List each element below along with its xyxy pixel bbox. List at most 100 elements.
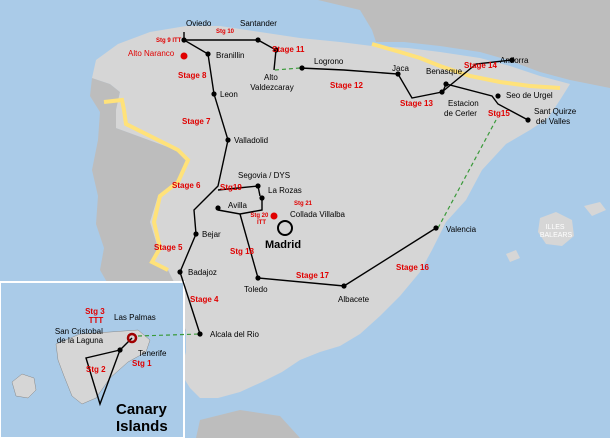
morocco-landmass bbox=[196, 410, 300, 438]
route-canary-ttt bbox=[119, 337, 133, 351]
label-alcala: Alcala del Rio bbox=[210, 330, 259, 339]
label-oviedo: Oviedo bbox=[186, 19, 212, 28]
canary-title-line1: Canary bbox=[116, 401, 168, 418]
label-las-palmas: Las Palmas bbox=[114, 313, 156, 322]
dot-estacion bbox=[439, 89, 445, 95]
label-san-cristobal-line1: San Cristobal bbox=[55, 327, 103, 336]
canary-title: Canary Islands bbox=[116, 401, 171, 435]
balearic-label: ILLES BALEARS bbox=[540, 224, 573, 239]
route-west bbox=[179, 32, 229, 335]
city-labels: Oviedo Santander Alto Naranco Branillin … bbox=[55, 19, 578, 358]
stage-11-label: Stage 11 bbox=[272, 45, 305, 54]
stage-7-label: Stage 7 bbox=[182, 117, 211, 126]
city-dots bbox=[117, 37, 531, 353]
label-sant-quirze-line2: del Valles bbox=[536, 117, 570, 126]
dot-bejar bbox=[193, 231, 199, 237]
dot-albacete bbox=[341, 283, 347, 289]
label-madrid: Madrid bbox=[265, 239, 301, 251]
label-san-cristobal: San Cristobal de la Laguna bbox=[55, 327, 105, 345]
dot-jaca bbox=[395, 71, 401, 77]
dot-branillin bbox=[205, 51, 211, 57]
label-alto-naranco: Alto Naranco bbox=[128, 49, 175, 58]
stage-2-label: Stg 2 bbox=[86, 365, 106, 374]
dot-las-palmas bbox=[126, 332, 138, 344]
portugal-landmass bbox=[90, 78, 190, 344]
dot-avilla bbox=[215, 205, 221, 211]
label-albacete: Albacete bbox=[338, 295, 370, 304]
stage-5-label: Stage 5 bbox=[154, 243, 183, 252]
stage-18-label: Stg 18 bbox=[230, 247, 255, 256]
label-la-rozas: La Rozas bbox=[268, 186, 302, 195]
label-jaca: Jaca bbox=[392, 64, 409, 73]
label-sant-quirze: Sant Quirze del Valles bbox=[534, 107, 578, 126]
label-estacion: Estacion de Cerler bbox=[444, 99, 481, 118]
stage-14-label: Stage 14 bbox=[464, 61, 497, 70]
stage-10-label: Stg 10 bbox=[216, 29, 235, 35]
stage-15-label: Stg15 bbox=[488, 109, 510, 118]
dot-oviedo bbox=[181, 37, 187, 43]
label-logrono: Logrono bbox=[314, 57, 344, 66]
label-estacion-line1: Estacion bbox=[448, 99, 479, 108]
stage-20-label-line1: Stg 20 bbox=[250, 213, 269, 219]
route-madrid bbox=[217, 198, 263, 215]
route-pyrenees bbox=[441, 83, 529, 121]
route-canary bbox=[85, 349, 122, 407]
stage-labels: Stg 1 Stg 2 Stg 3 TTT Stage 4 Stage 5 St… bbox=[85, 29, 510, 374]
stage-6-label: Stage 6 bbox=[172, 181, 201, 190]
stage-8-label: Stage 8 bbox=[178, 71, 207, 80]
label-andorra: Andorra bbox=[500, 56, 529, 65]
label-collada-villalba: Collada Villalba bbox=[290, 210, 346, 219]
label-branillin: Branillin bbox=[216, 51, 244, 60]
dot-valladolid bbox=[225, 137, 231, 143]
label-tenerife: Tenerife bbox=[138, 349, 167, 358]
label-valencia: Valencia bbox=[446, 225, 477, 234]
stage-9-label: Stg 9 ITT bbox=[156, 38, 182, 44]
tenerife-island bbox=[55, 329, 151, 405]
mallorca-island bbox=[538, 212, 574, 246]
stage-13-label: Stage 13 bbox=[400, 99, 433, 108]
label-segovia: Segovia / DYS bbox=[238, 171, 290, 180]
stage-1-label: Stg 1 bbox=[132, 359, 152, 368]
label-bejar: Bejar bbox=[202, 230, 221, 239]
stage-21-label: Stg 21 bbox=[294, 201, 313, 207]
border-france bbox=[371, 42, 561, 90]
stage-16-label: Stage 16 bbox=[396, 263, 429, 272]
canary-title-line2: Islands bbox=[116, 418, 168, 435]
dot-la-rozas bbox=[259, 195, 265, 201]
label-sant-quirze-line1: Sant Quirze bbox=[534, 107, 577, 116]
menorca-island bbox=[584, 202, 606, 216]
dot-sant-quirze bbox=[525, 117, 531, 123]
label-alto-valdezcaray: Alto Valdezcaray bbox=[250, 73, 293, 92]
label-badajoz: Badajoz bbox=[188, 268, 217, 277]
ibiza-island bbox=[506, 250, 520, 262]
route-logrono bbox=[299, 59, 513, 99]
dot-alto-naranco bbox=[180, 52, 188, 60]
transfer-line-canary bbox=[137, 333, 201, 337]
dot-collada-villalba bbox=[270, 212, 278, 220]
label-leon: Leon bbox=[220, 90, 238, 99]
dot-toledo bbox=[255, 275, 261, 281]
stage-19-label: Stg19 bbox=[220, 183, 242, 192]
france-landmass bbox=[318, 0, 610, 88]
stage-12-label: Stage 12 bbox=[330, 81, 363, 90]
label-san-cristobal-line2: de la Laguna bbox=[57, 336, 104, 345]
label-valladolid: Valladolid bbox=[234, 136, 268, 145]
stage-3-label: Stg 3 TTT bbox=[85, 307, 107, 325]
dot-alto-valdezcaray bbox=[273, 47, 279, 53]
stage-20-label: Stg 20 ITT bbox=[250, 213, 270, 226]
label-alto-valdezcaray-line2: Valdezcaray bbox=[250, 83, 293, 92]
dot-logrono bbox=[299, 65, 305, 71]
label-estacion-line2: de Cerler bbox=[444, 109, 477, 118]
dot-san-cristobal bbox=[117, 347, 123, 353]
stage-3-label-line1: Stg 3 bbox=[85, 307, 105, 316]
stage-3-label-line2: TTT bbox=[89, 316, 104, 325]
label-avilla: Avilla bbox=[228, 201, 248, 210]
dot-valencia bbox=[433, 225, 439, 231]
border-portugal bbox=[103, 97, 191, 272]
dot-alcala bbox=[197, 331, 203, 337]
small-island bbox=[11, 373, 37, 399]
dot-leon bbox=[211, 91, 217, 97]
label-toledo: Toledo bbox=[244, 285, 268, 294]
stage-20-label-line2: ITT bbox=[257, 220, 266, 226]
balearic-label-line1: ILLES bbox=[545, 224, 564, 231]
